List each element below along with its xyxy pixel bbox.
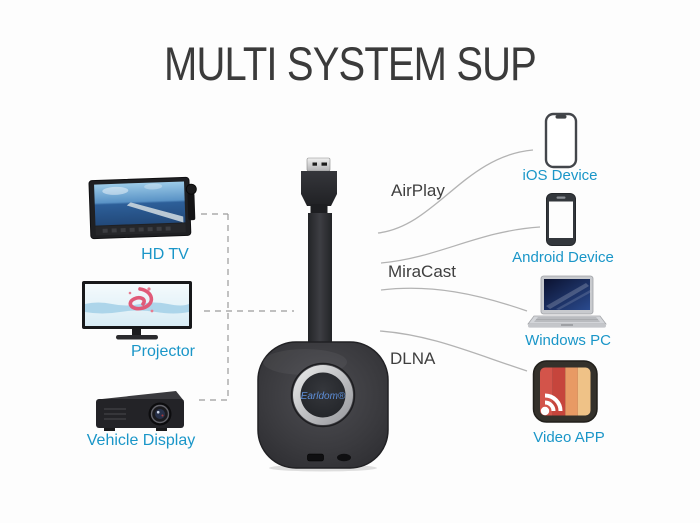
windows-pc-label: Windows PC <box>525 332 611 349</box>
android-device-icon <box>546 193 576 246</box>
page-title: MULTI SYSTEM SUP <box>164 37 537 90</box>
projector-icon <box>82 281 192 340</box>
windows-pc-icon <box>527 275 607 328</box>
cast-icon <box>540 393 563 416</box>
ios-device-label: iOS Device <box>522 167 598 184</box>
vehicle-display-icon <box>96 391 184 431</box>
hd-tv-label: HD TV <box>141 246 189 263</box>
hd-tv-icon <box>88 176 197 240</box>
ios-device-icon <box>544 112 578 169</box>
curve-to-video-app <box>379 330 528 372</box>
phone-speaker <box>556 196 566 199</box>
flat-cable <box>308 213 332 351</box>
curve-to-android <box>380 226 541 264</box>
video-app-label: Video APP <box>533 429 605 446</box>
android-device-label: Android Device <box>512 249 614 266</box>
dongle-brand-logo: Earldom® <box>301 391 346 402</box>
dlna-label: DLNA <box>390 349 436 368</box>
phone-notch <box>555 115 567 119</box>
miracast-label: MiraCast <box>388 262 457 281</box>
laptop-touchpad <box>561 324 573 326</box>
vehicle-display-label: Vehicle Display <box>86 432 196 449</box>
curve-to-windows-pc <box>380 287 528 312</box>
video-app-icon <box>532 360 598 423</box>
av-port <box>337 453 351 462</box>
airplay-label: AirPlay <box>391 181 445 200</box>
curve-to-ios <box>377 149 534 234</box>
micro-usb-port <box>307 453 324 462</box>
dongle-device: Earldom® <box>257 157 389 472</box>
projector-label: Projector <box>130 343 196 360</box>
